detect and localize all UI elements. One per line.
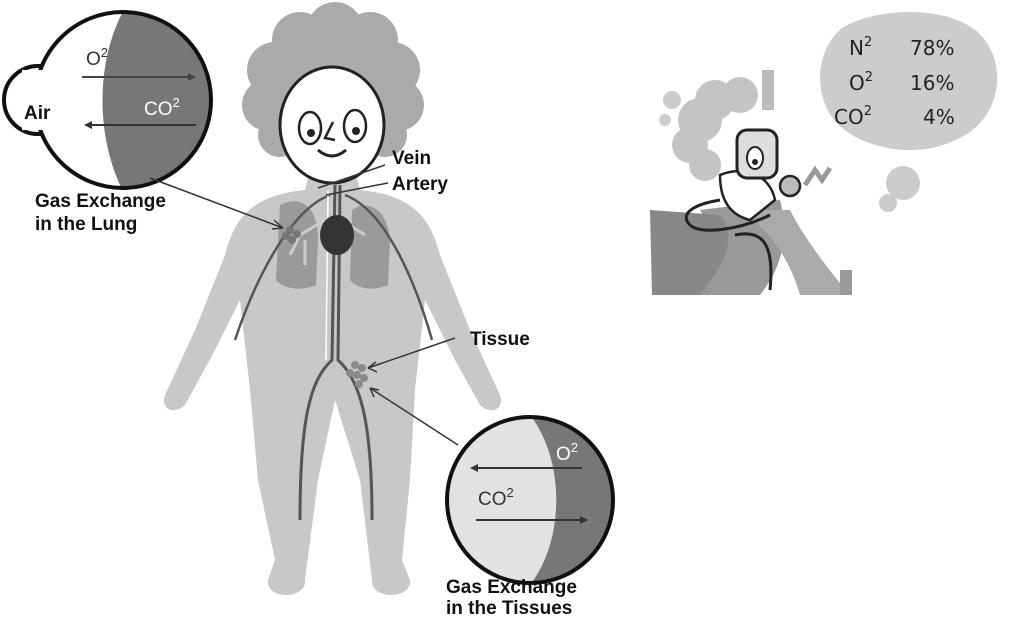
lung-co2-sub: 2 bbox=[173, 95, 180, 110]
tissues-caption-line2: in the Tissues bbox=[446, 598, 572, 619]
heart bbox=[320, 215, 354, 255]
tissue-co2-label: CO bbox=[478, 489, 507, 510]
artery-label: Artery bbox=[392, 174, 448, 195]
lung-exchange-circle: Air O2 CO2 bbox=[4, 8, 220, 198]
lung-o2-label: O bbox=[86, 49, 101, 70]
lung-caption-line1: Gas Exchange bbox=[35, 191, 166, 212]
tissue-o2-label: O bbox=[556, 444, 571, 465]
vein-label: Vein bbox=[392, 148, 431, 169]
lung-o2-sub: 2 bbox=[101, 45, 108, 60]
lung-co2-label: CO bbox=[144, 99, 173, 120]
lung-caption-line2: in the Lung bbox=[35, 214, 137, 235]
tissue-label: Tissue bbox=[470, 329, 530, 350]
tissue-co2-sub: 2 bbox=[507, 485, 514, 500]
diver-character bbox=[650, 70, 852, 295]
tissue-o2-sub: 2 bbox=[571, 440, 578, 455]
tissues-caption-line1: Gas Exchange bbox=[446, 577, 577, 598]
tissue-exchange-circle: O2 CO2 bbox=[440, 410, 620, 590]
air-label: Air bbox=[24, 103, 51, 124]
